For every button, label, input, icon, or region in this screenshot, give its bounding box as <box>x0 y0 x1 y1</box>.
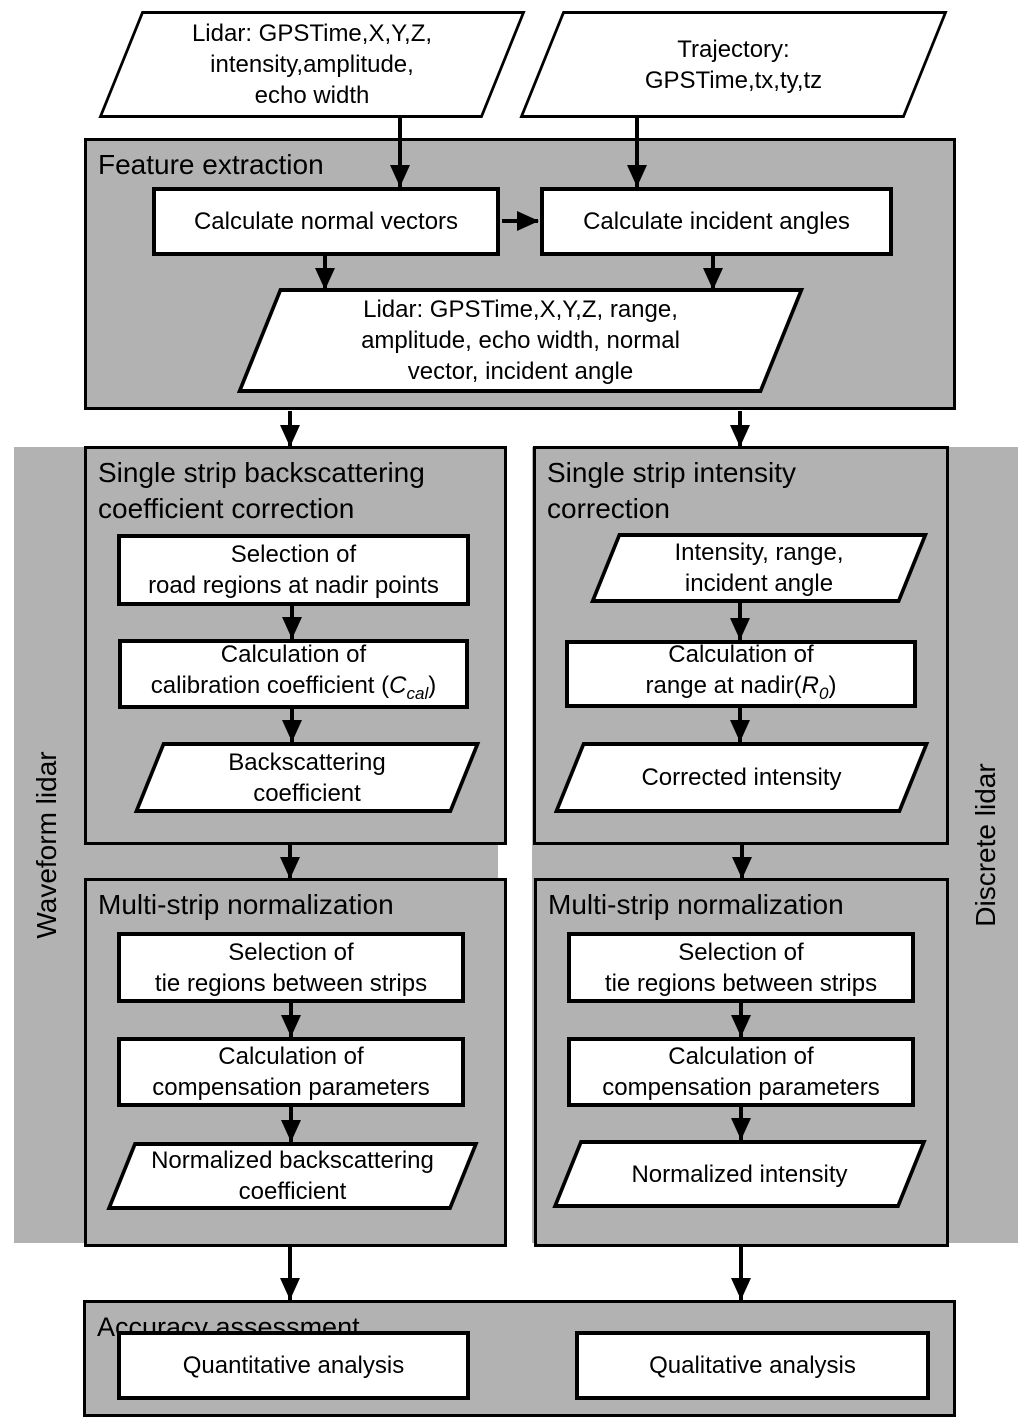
normalized-backscattering-text: Normalized backscattering coefficient <box>151 1147 434 1205</box>
selection-road-regions-box: Selection of road regions at nadir point… <box>117 534 470 606</box>
flow-arrow-trajectory-to-incident <box>635 118 639 187</box>
feature-output-text: Lidar: GPSTime,X,Y,Z, range, amplitude, … <box>361 296 680 385</box>
flow-arrow-incident-to-output <box>711 256 715 290</box>
calc-compensation-left-box: Calculation of compensation parameters <box>117 1037 465 1107</box>
calibration-text-post: ) <box>428 672 437 699</box>
lidar-input-parallelogram: Lidar: GPSTime,X,Y,Z, intensity,amplitud… <box>98 11 526 118</box>
calc-incident-angles-text: Calculate incident angles <box>583 208 850 235</box>
selection-road-regions-text: Selection of road regions at nadir point… <box>148 541 439 599</box>
flow-arrow-feature-to-waveform <box>288 411 292 447</box>
calc-compensation-right-box: Calculation of compensation parameters <box>567 1037 915 1107</box>
intensity-range-parallelogram: Intensity, range, incident angle <box>589 533 929 603</box>
trajectory-input-text: Trajectory: GPSTime,tx,ty,tz <box>644 35 823 94</box>
flow-arrow-intensity-to-range <box>738 603 742 640</box>
normalized-intensity-text: Normalized intensity <box>631 1160 848 1188</box>
calibration-subscript: cal <box>406 684 429 703</box>
normalized-intensity-parallelogram: Normalized intensity <box>552 1140 927 1208</box>
feature-output-parallelogram: Lidar: GPSTime,X,Y,Z, range, amplitude, … <box>236 288 805 393</box>
flow-arrow-corrected-to-multistrip <box>740 845 744 879</box>
quantitative-analysis-text: Quantitative analysis <box>182 1352 405 1379</box>
flow-arrow-compensation-to-normalized-left <box>289 1107 293 1142</box>
calibration-text-pre: Calculation of calibration coefficient ( <box>150 641 390 699</box>
discrete-lidar-label: Discrete lidar <box>970 763 1001 927</box>
backscattering-coefficient-parallelogram: Backscattering coefficient <box>133 742 481 813</box>
flow-arrow-selection-to-calibration <box>290 606 294 639</box>
calc-range-nadir-box: Calculation of range at nadir(R0) <box>565 640 917 708</box>
calibration-symbol: C <box>389 672 407 699</box>
corrected-intensity-text: Corrected intensity <box>641 764 842 791</box>
flow-arrow-normal-to-incident <box>502 219 538 223</box>
calc-normal-vectors-text: Calculate normal vectors <box>193 208 459 235</box>
backscattering-coefficient-text: Backscattering coefficient <box>228 748 386 807</box>
flow-arrow-feature-to-discrete <box>738 411 742 447</box>
selection-tie-regions-right-text: Selection of tie regions between strips <box>604 938 878 997</box>
flow-arrow-calibration-to-backscatter <box>290 709 294 742</box>
flow-arrow-waveform-to-accuracy <box>288 1247 292 1300</box>
calc-calibration-coefficient-box: Calculation of calibration coefficient (… <box>118 639 469 709</box>
feature-extraction-title: Feature extraction <box>98 149 324 180</box>
single-strip-backscattering-title: Single strip backscattering coefficient … <box>98 457 425 524</box>
single-strip-intensity-title: Single strip intensity correction <box>547 457 797 524</box>
flow-arrow-range-to-corrected <box>738 708 742 742</box>
quantitative-analysis-box: Quantitative analysis <box>117 1331 470 1400</box>
flow-arrow-backscatter-to-multistrip <box>288 845 292 879</box>
selection-tie-regions-left-text: Selection of tie regions between strips <box>154 938 428 997</box>
qualitative-analysis-box: Qualitative analysis <box>575 1331 930 1400</box>
lidar-input-text: Lidar: GPSTime,X,Y,Z, intensity,amplitud… <box>191 20 433 109</box>
flow-arrow-tie-to-compensation-left <box>289 1003 293 1037</box>
waveform-lidar-label: Waveform lidar <box>31 751 62 939</box>
flow-arrow-lidar-to-normal <box>398 118 402 187</box>
calc-incident-angles-box: Calculate incident angles <box>540 187 893 256</box>
qualitative-analysis-text: Qualitative analysis <box>649 1352 856 1379</box>
calc-calibration-coefficient-text: Calculation of calibration coefficient (… <box>151 639 436 709</box>
intensity-range-text: Intensity, range, incident angle <box>674 539 844 597</box>
flow-arrow-tie-to-compensation-right <box>739 1003 743 1037</box>
calc-compensation-right-text: Calculation of compensation parameters <box>602 1043 880 1101</box>
flow-arrow-compensation-to-normalized-right <box>739 1107 743 1140</box>
multi-strip-normalization-right-title: Multi-strip normalization <box>548 889 844 920</box>
range-subscript: 0 <box>818 684 829 703</box>
normalized-backscattering-parallelogram: Normalized backscattering coefficient <box>106 1142 479 1210</box>
selection-tie-regions-left-box: Selection of tie regions between strips <box>117 932 465 1003</box>
range-symbol: R <box>801 672 819 699</box>
range-text-post: ) <box>828 672 837 699</box>
calc-range-nadir-text: Calculation of range at nadir(R0) <box>646 639 837 709</box>
range-text-pre: Calculation of range at nadir( <box>645 641 814 699</box>
calc-compensation-left-text: Calculation of compensation parameters <box>152 1043 430 1101</box>
trajectory-input-parallelogram: Trajectory: GPSTime,tx,ty,tz <box>519 11 948 118</box>
multi-strip-normalization-left-title: Multi-strip normalization <box>98 889 394 920</box>
flow-arrow-normal-to-output <box>323 256 327 290</box>
selection-tie-regions-right-box: Selection of tie regions between strips <box>567 932 915 1003</box>
calc-normal-vectors-box: Calculate normal vectors <box>152 187 500 256</box>
flow-arrow-discrete-to-accuracy <box>739 1247 743 1300</box>
corrected-intensity-parallelogram: Corrected intensity <box>553 742 930 813</box>
